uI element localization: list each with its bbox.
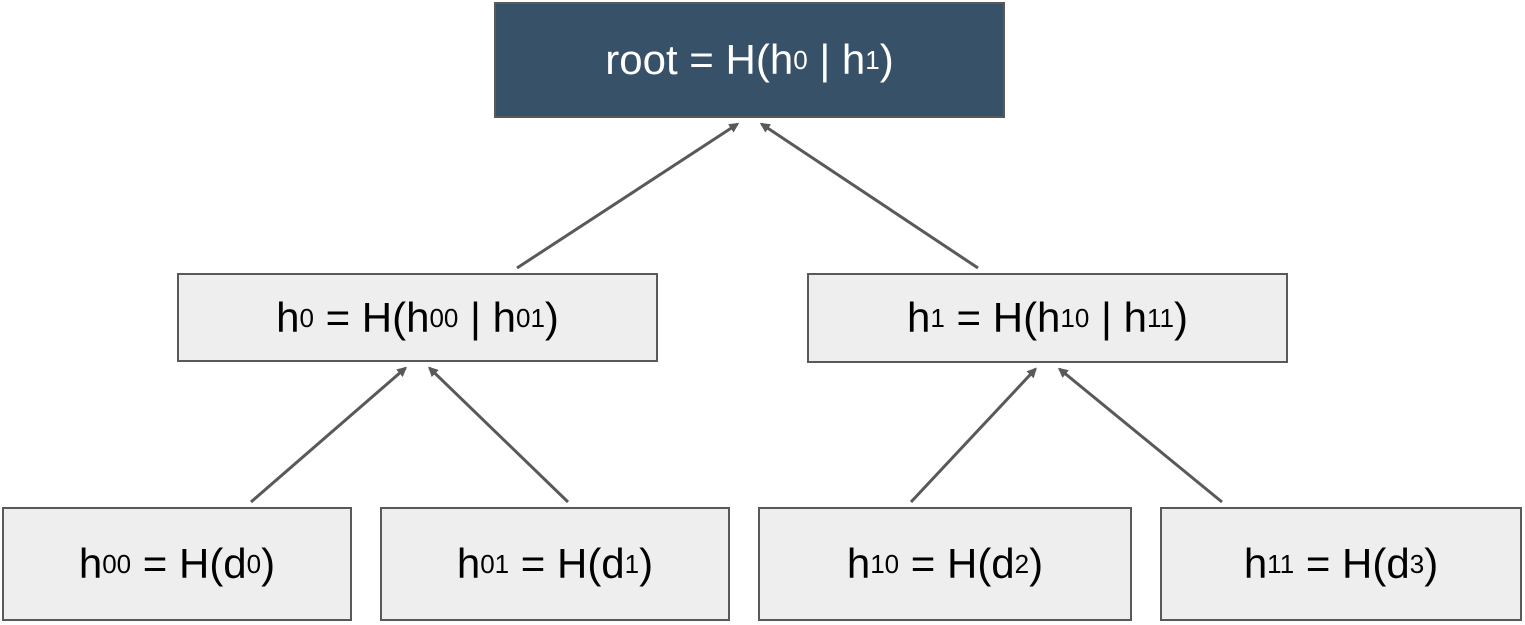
- label-text: ): [1029, 540, 1044, 587]
- label-text: = H(d: [899, 540, 1015, 587]
- label-text: | h: [1089, 294, 1147, 341]
- label-text: | h: [807, 36, 866, 83]
- label-text: = H(h: [944, 294, 1061, 341]
- label-text: h: [456, 540, 481, 587]
- arrow-h00-to-h0: [250, 366, 408, 504]
- label-text: h: [846, 540, 871, 587]
- arrow-h11-to-h1: [1057, 367, 1223, 504]
- arrow-h10-to-h1: [909, 367, 1037, 504]
- label-text: ): [1173, 294, 1188, 341]
- label-text: root = H(h: [605, 36, 794, 83]
- label-text: h: [78, 540, 103, 587]
- label-text: ): [1424, 540, 1439, 587]
- label-text: = H(d: [1294, 540, 1410, 587]
- label-text: | h: [458, 293, 516, 341]
- label-text: ): [879, 36, 894, 83]
- label-text: = H(d: [509, 540, 625, 587]
- label-text: ): [261, 540, 276, 587]
- arrow-h0-to-root: [516, 122, 740, 270]
- arrow-h01-to-h0: [428, 366, 570, 504]
- label-text: h: [907, 294, 931, 341]
- label-text: = H(d: [131, 540, 247, 587]
- label-text: ): [544, 293, 559, 341]
- arrow-h1-to-root: [759, 122, 979, 270]
- label-text: ): [639, 540, 654, 587]
- label-text: = H(h: [313, 293, 430, 341]
- label-text: h: [1243, 540, 1268, 587]
- label-text: h: [276, 293, 300, 341]
